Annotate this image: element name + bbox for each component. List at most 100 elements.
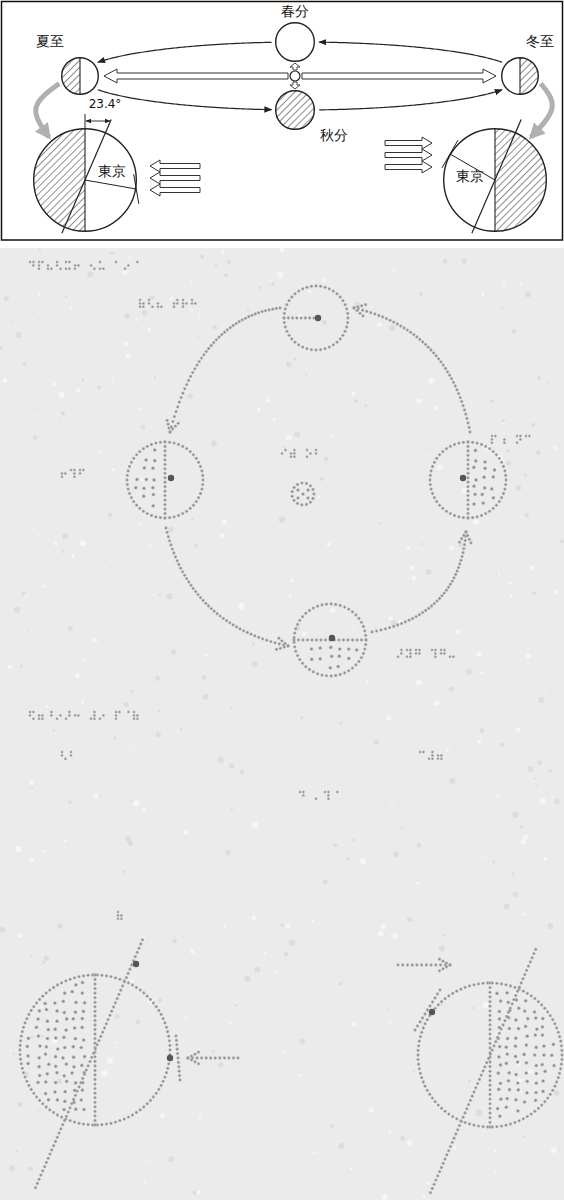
braille-dot <box>120 918 122 920</box>
braille-dot <box>431 754 433 756</box>
tactile-earth <box>119 1119 122 1122</box>
braille-dot <box>440 652 442 654</box>
tactile-orbit <box>274 641 277 644</box>
tactile-arrowhead <box>466 534 469 537</box>
tactile-earth <box>283 317 286 320</box>
tactile-earth <box>351 611 354 614</box>
braille-dot <box>315 452 317 454</box>
tactile-axis <box>525 969 528 972</box>
paper-texture <box>149 544 152 547</box>
paper-texture <box>388 1130 392 1134</box>
paper-texture <box>300 1038 305 1043</box>
paper-texture <box>69 307 72 310</box>
braille-dot <box>409 652 411 654</box>
paper-texture <box>453 1146 457 1150</box>
tactile-earth <box>534 997 537 1000</box>
braille-dot <box>194 302 196 304</box>
braille-dot <box>41 718 43 720</box>
tactile-earth <box>346 321 349 324</box>
night-texture <box>526 1035 529 1038</box>
tactile-orbit <box>247 315 250 318</box>
earth-outline <box>276 23 315 62</box>
tactile-axis <box>130 964 133 967</box>
tactile-earth <box>500 461 503 464</box>
tactile-arrowhead <box>167 423 170 426</box>
tactile-earth <box>543 1007 546 1010</box>
braille-dot <box>290 456 292 458</box>
tactile-earth <box>345 326 348 329</box>
paper-texture <box>343 1071 345 1073</box>
braille-dot <box>117 914 119 916</box>
paper-texture <box>194 544 198 548</box>
night-texture <box>481 493 484 496</box>
tactile-earth <box>135 986 138 989</box>
tactile-earth <box>308 668 311 671</box>
paper-texture <box>374 739 380 745</box>
paper-texture <box>133 800 139 806</box>
braille-dot <box>70 754 72 756</box>
paper-texture <box>61 550 64 553</box>
braille-dot <box>148 299 150 301</box>
paper-texture <box>330 435 332 437</box>
tactile-axis <box>110 1010 113 1013</box>
tactile-earth <box>135 1111 138 1114</box>
night-texture <box>310 647 313 650</box>
tactile-earth <box>429 483 432 486</box>
tactile-orbit <box>392 625 395 628</box>
night-texture <box>56 1098 59 1101</box>
night-texture <box>517 1007 520 1010</box>
tactile-arrowhead <box>168 427 171 430</box>
paper-texture <box>16 332 22 338</box>
braille-dot <box>127 264 129 266</box>
night-texture <box>37 1018 40 1021</box>
paper-texture <box>93 794 98 799</box>
tactile-orbit <box>467 422 470 425</box>
tactile-earth <box>467 485 470 488</box>
tactile-earth <box>429 479 432 482</box>
night-texture <box>483 460 486 463</box>
night-texture <box>472 485 475 488</box>
paper-texture <box>97 385 101 389</box>
night-texture <box>44 1002 47 1005</box>
tactile-earth <box>476 442 479 445</box>
tactile-earth <box>123 1118 126 1121</box>
tactile-axis <box>500 1028 503 1031</box>
tokyo-marker <box>168 475 174 481</box>
paper-texture <box>466 640 467 641</box>
night-texture <box>82 1010 85 1013</box>
tactile-earth <box>45 992 48 995</box>
paper-texture <box>519 825 523 829</box>
paper-texture <box>14 607 20 613</box>
tactile-earth <box>417 1044 420 1047</box>
paper-texture <box>0 346 3 349</box>
tactile-earth <box>301 346 304 349</box>
tactile-sun <box>297 489 300 492</box>
paper-texture <box>503 282 506 285</box>
tactile-earth <box>94 992 97 995</box>
paper-texture <box>4 296 9 301</box>
night-texture <box>337 665 340 668</box>
paper-texture <box>61 411 65 415</box>
tactile-earth <box>489 1116 492 1119</box>
tactile-earth <box>514 1121 517 1124</box>
tactile-axis <box>98 1039 101 1042</box>
tactile-earth <box>164 499 167 502</box>
tactile-arrow <box>237 1057 240 1060</box>
paper-texture <box>416 680 422 686</box>
paper-texture <box>526 1153 528 1155</box>
tactile-earth <box>467 490 470 493</box>
paper-texture <box>183 936 185 938</box>
tactile-earth <box>199 465 202 468</box>
tactile-orbit <box>257 636 260 639</box>
tactile-orbit <box>388 626 391 629</box>
paper-texture <box>351 1022 356 1027</box>
tactile-orbit <box>443 592 446 595</box>
tactile-orbit <box>385 317 388 320</box>
tactile-earth <box>164 476 167 479</box>
tactile-orbit <box>396 323 399 326</box>
paper-texture <box>190 949 195 954</box>
tactile-axis <box>123 980 126 983</box>
paper-texture <box>155 999 156 1000</box>
tactile-orbit <box>176 559 179 562</box>
